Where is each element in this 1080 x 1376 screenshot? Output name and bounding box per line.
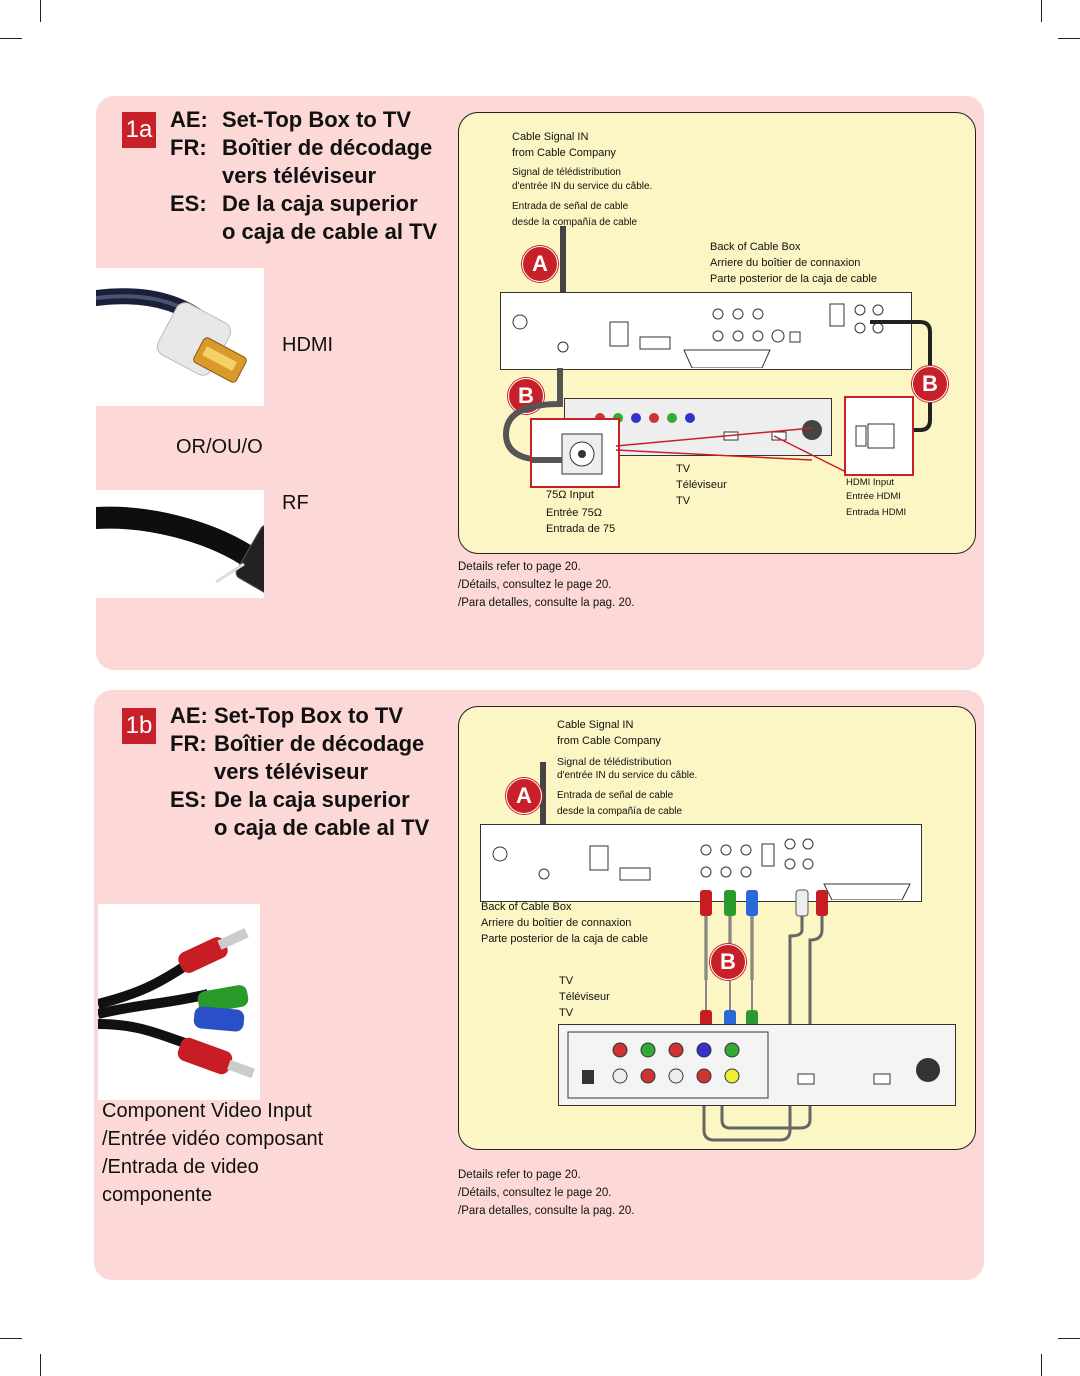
component-plugs-icon (96, 904, 260, 1100)
crop-mark (40, 1354, 41, 1376)
marker-a: A (522, 246, 558, 282)
crop-mark (1041, 0, 1042, 22)
step-badge: 1b (122, 708, 156, 744)
crop-mark (0, 1338, 22, 1339)
cable-box-ports (492, 838, 911, 900)
rf-label: RF (282, 492, 309, 514)
tv-back (558, 1024, 956, 1106)
rf-zoom (530, 418, 620, 488)
or-label: OR/OU/O (176, 436, 263, 458)
tv-ports (567, 1031, 940, 1099)
cable-box-ports (512, 303, 884, 368)
coax-cable (540, 762, 546, 826)
zoom-lines (615, 427, 847, 473)
marker-b: B (710, 944, 746, 980)
hdmi-label: HDMI (282, 334, 334, 356)
crop-mark (1058, 1338, 1080, 1339)
coax-cable (560, 226, 566, 296)
rf-plug-icon (85, 490, 301, 598)
section-1b-title: AE:Set-Top Box to TV FR:Boîtier de décod… (170, 703, 430, 840)
component-cables (699, 889, 828, 1142)
rf-cable (502, 368, 563, 463)
crop-mark (40, 0, 41, 22)
section-1a-title: AE:Set-Top Box to TV FR:Boîtier de décod… (170, 107, 438, 244)
crop-mark (0, 38, 22, 39)
marker-a: A (506, 778, 542, 814)
crop-mark (1041, 1354, 1042, 1376)
hdmi-plug-icon (88, 268, 264, 406)
hdmi-zoom (844, 396, 914, 476)
step-badge: 1a (122, 112, 156, 148)
marker-b: B (912, 366, 948, 402)
crop-mark (1058, 38, 1080, 39)
